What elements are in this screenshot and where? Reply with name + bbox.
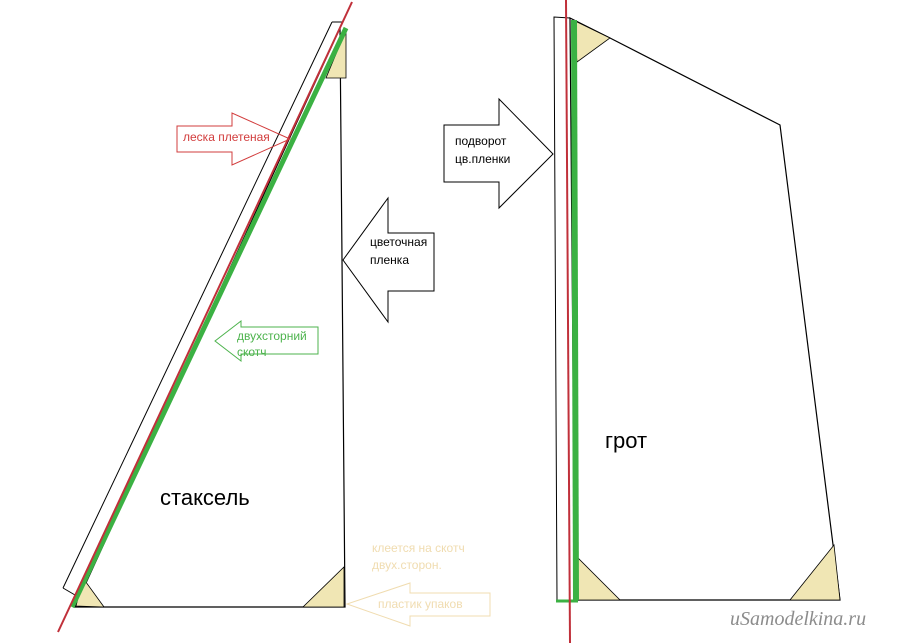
staysail-clew-patch <box>302 566 345 608</box>
staysail-tape-green <box>69 26 349 609</box>
arrow-double-tape <box>214 319 319 363</box>
label-glued-1: клеется на скотч <box>372 541 465 555</box>
mainsail-outline <box>569 17 841 601</box>
label-color-film-2: пленка <box>370 253 409 267</box>
label-fold-1: подворот <box>455 134 507 148</box>
staysail-luff-foot <box>62 587 76 596</box>
label-braided-line: леска плетеная <box>183 130 270 144</box>
arrow-braided-line <box>176 112 292 166</box>
staysail-luff-inner <box>62 21 333 589</box>
label-staysail: стаксель <box>160 485 250 510</box>
staysail-braided-line-red <box>57 1 353 633</box>
arrow-fold-film <box>443 97 554 210</box>
watermark: uSamodelkina.ru <box>730 608 866 630</box>
label-mainsail: грот <box>605 428 647 453</box>
label-double-tape-2: скотч <box>237 345 267 359</box>
label-double-tape-1: двухсторний <box>237 329 307 343</box>
label-color-film-1: цветочная <box>370 235 427 249</box>
arrow-plastic <box>345 582 491 627</box>
arrow-color-film <box>342 196 435 324</box>
label-fold-2: цв.пленки <box>455 152 510 166</box>
label-plastic: пластик упаков <box>378 597 463 611</box>
mainsail-tape-green <box>571 19 579 601</box>
mainsail-braided-line-red <box>565 0 571 643</box>
mainsail-clew-patch <box>789 543 841 601</box>
label-glued-2: двух.сторон. <box>372 558 442 572</box>
